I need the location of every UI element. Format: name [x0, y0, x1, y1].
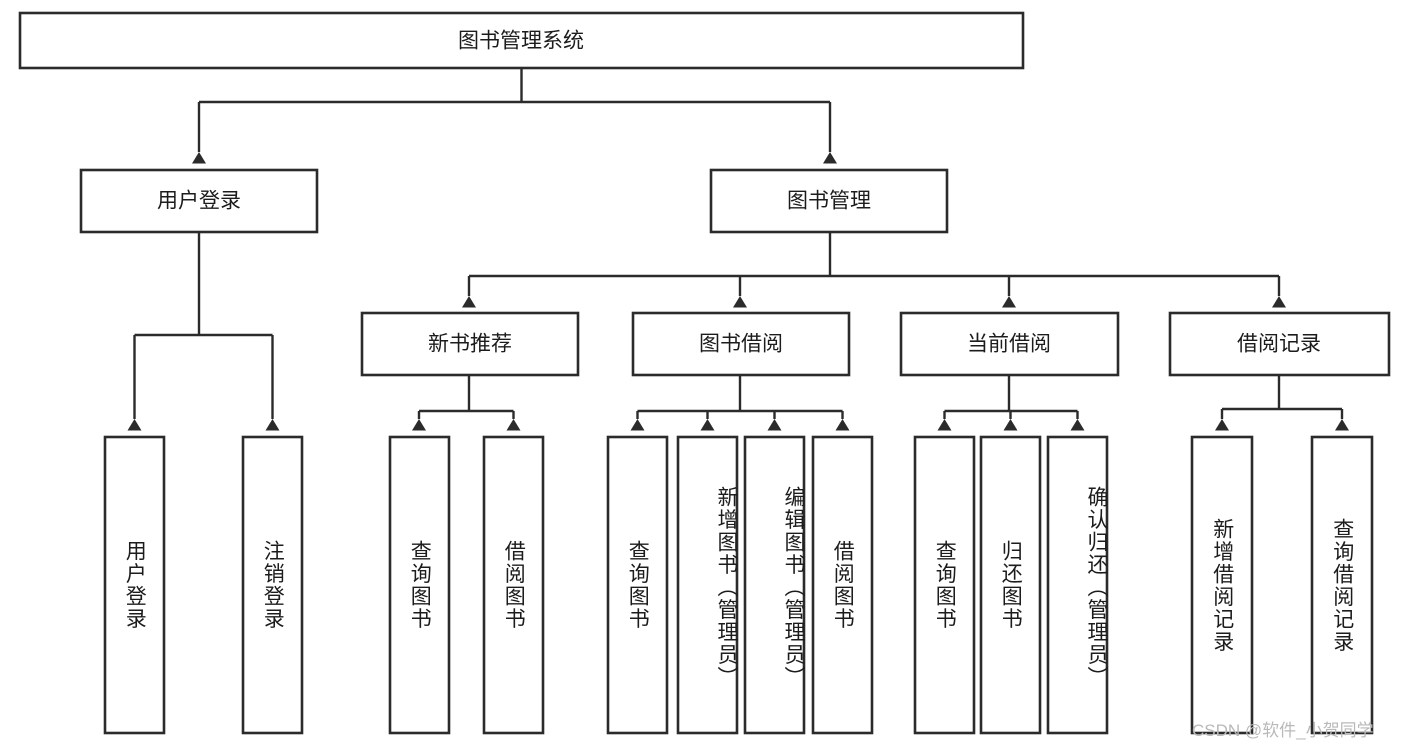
csdn-watermark: CSDN @软件_小贺同学	[1192, 721, 1374, 740]
connector-records-to-leaves	[1215, 375, 1349, 431]
leaf-box[interactable]	[241, 435, 304, 735]
leaf-box[interactable]	[606, 435, 669, 735]
node-book-management[interactable]: 图书管理	[709, 168, 949, 234]
node-root-label: 图书管理系统	[458, 30, 584, 53]
node-user-login-label: 用户登录	[157, 190, 241, 213]
node-borrow-records-label: 借阅记录	[1237, 333, 1321, 356]
connector-root-to-level1	[192, 68, 837, 164]
node-book-borrow[interactable]: 图书借阅	[631, 311, 851, 377]
node-borrow-records[interactable]: 借阅记录	[1168, 311, 1391, 377]
node-book-management-label: 图书管理	[787, 190, 871, 213]
leaf-box[interactable]	[913, 435, 976, 735]
connector-book-mgmt-to-level2	[462, 232, 1286, 308]
leaf-box[interactable]	[676, 435, 739, 735]
leaf-box[interactable]	[811, 435, 874, 735]
node-new-book-recommend[interactable]: 新书推荐	[360, 311, 580, 377]
node-user-login[interactable]: 用户登录	[79, 168, 319, 234]
leaf-box[interactable]	[482, 435, 545, 735]
node-current-borrow[interactable]: 当前借阅	[899, 311, 1120, 377]
node-root[interactable]: 图书管理系统	[18, 11, 1025, 70]
connector-new-books-to-leaves	[412, 375, 521, 431]
connector-borrow-to-leaves	[630, 375, 850, 431]
leaf-box[interactable]	[1310, 435, 1374, 735]
node-book-borrow-label: 图书借阅	[699, 333, 783, 356]
leaf-box[interactable]	[1190, 435, 1254, 735]
leaf-boxes	[103, 435, 1374, 735]
leaf-box[interactable]	[388, 435, 451, 735]
node-current-borrow-label: 当前借阅	[967, 333, 1051, 356]
leaf-box[interactable]	[743, 435, 806, 735]
leaf-box[interactable]	[1046, 435, 1109, 735]
connector-user-login-to-leaves	[127, 232, 280, 431]
leaf-box[interactable]	[103, 435, 166, 735]
leaf-box[interactable]	[979, 435, 1042, 735]
node-new-book-recommend-label: 新书推荐	[428, 333, 512, 356]
connector-current-borrow-to-leaves	[937, 375, 1085, 431]
